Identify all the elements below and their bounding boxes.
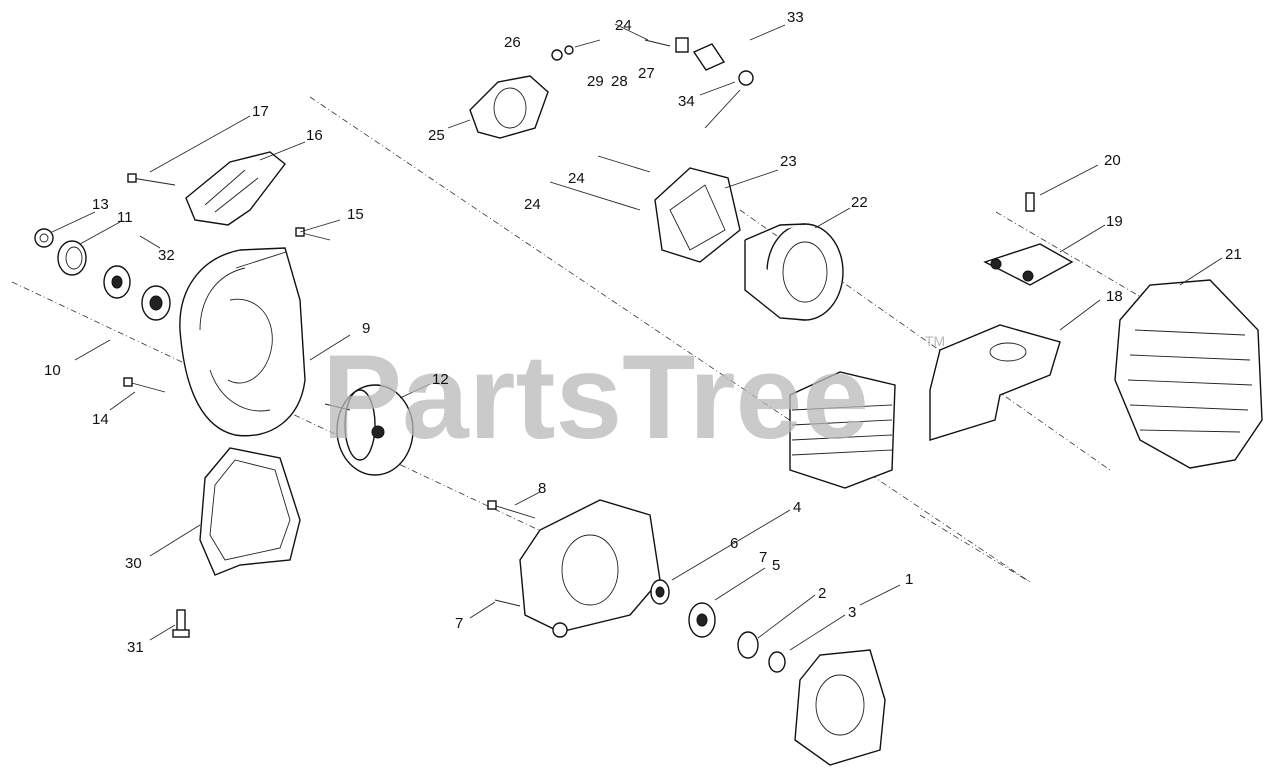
part-18-shroud xyxy=(929,324,1061,441)
part-13-nut xyxy=(34,228,54,248)
part-21-cover xyxy=(1114,279,1263,469)
part-10-bearing xyxy=(103,265,131,299)
callout-11: 11 xyxy=(117,209,133,226)
callout-24-mid: 24 xyxy=(568,170,585,187)
callout-18: 18 xyxy=(1106,288,1123,305)
part-31-screw xyxy=(172,609,190,638)
part-25-clamp xyxy=(469,75,549,139)
callout-4: 4 xyxy=(793,499,801,516)
part-20-bolt xyxy=(1025,192,1035,212)
part-5-bearing xyxy=(688,602,716,638)
callout-23: 23 xyxy=(780,153,797,170)
callout-3: 3 xyxy=(848,604,856,621)
parts-2-3-washers xyxy=(737,631,786,673)
callout-10: 10 xyxy=(44,362,61,379)
cylinder xyxy=(789,371,896,489)
part-32-bearing xyxy=(141,285,171,321)
callout-labels: 1 2 3 4 5 6 7 7 8 9 10 11 12 13 14 15 16… xyxy=(44,9,1242,656)
callout-21: 21 xyxy=(1225,246,1242,263)
leader-lines xyxy=(51,23,1223,651)
part-7-bolt xyxy=(494,599,521,607)
part-17-bolt xyxy=(127,173,176,186)
callout-33: 33 xyxy=(787,9,804,26)
watermark: PartsTree TM xyxy=(322,330,945,464)
callout-30: 30 xyxy=(125,555,142,572)
callout-7-upper: 7 xyxy=(759,549,767,566)
callout-19: 19 xyxy=(1106,213,1123,230)
callout-13: 13 xyxy=(92,196,109,213)
part-19-plate xyxy=(983,243,1074,286)
callout-5: 5 xyxy=(772,557,780,574)
callout-15: 15 xyxy=(347,206,364,223)
part-12-flywheel xyxy=(324,384,414,476)
callout-1: 1 xyxy=(905,571,913,588)
callout-12: 12 xyxy=(432,371,449,388)
part-23-intake xyxy=(549,155,741,263)
part-14-bolt xyxy=(123,377,166,393)
part-11-ring xyxy=(57,240,87,276)
callout-9: 9 xyxy=(362,320,370,337)
callout-31: 31 xyxy=(127,639,144,656)
callout-24-top: 24 xyxy=(615,17,632,34)
part-6-seal xyxy=(650,579,670,605)
parts-33-34-bracket xyxy=(644,37,754,129)
part-16-guard xyxy=(185,151,286,226)
callout-22: 22 xyxy=(851,194,868,211)
watermark-text: PartsTree xyxy=(322,330,869,464)
watermark-tm: TM xyxy=(925,333,945,349)
part-15-bolt xyxy=(295,227,331,241)
callout-8: 8 xyxy=(538,480,546,497)
callout-24-low: 24 xyxy=(524,196,541,213)
callout-7-lower: 7 xyxy=(455,615,463,632)
callout-27: 27 xyxy=(638,65,655,82)
fan-housing xyxy=(179,247,306,437)
callout-28: 28 xyxy=(611,73,628,90)
part-30-gasket xyxy=(199,447,301,576)
callout-14: 14 xyxy=(92,411,109,428)
part-8-bolt xyxy=(487,500,536,519)
callout-26: 26 xyxy=(504,34,521,51)
part-1-crankcase xyxy=(794,649,886,766)
part-22-filter xyxy=(744,223,844,321)
callout-20: 20 xyxy=(1104,152,1121,169)
callout-6: 6 xyxy=(730,535,738,552)
callout-34: 34 xyxy=(678,93,695,110)
callout-32: 32 xyxy=(158,247,175,264)
callout-25: 25 xyxy=(428,127,445,144)
callout-16: 16 xyxy=(306,127,323,144)
callout-17: 17 xyxy=(252,103,269,120)
callout-2: 2 xyxy=(818,585,826,602)
crankcase-half xyxy=(519,499,661,638)
parts-26-29-hardware xyxy=(551,39,601,61)
callout-29: 29 xyxy=(587,73,604,90)
